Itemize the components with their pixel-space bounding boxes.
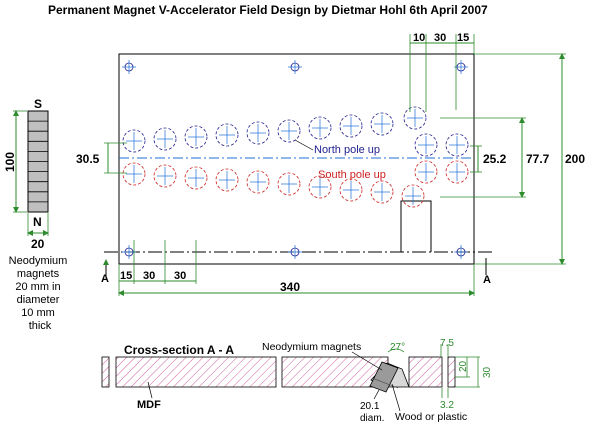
dim-30: 30 bbox=[482, 366, 493, 378]
mdf-main-left bbox=[115, 356, 277, 388]
caption-line: Neodymium bbox=[9, 255, 68, 267]
magnet-south-pole-up bbox=[122, 162, 146, 186]
screw-hole-icon bbox=[288, 60, 302, 74]
dim-top-10: 10 bbox=[413, 32, 425, 44]
mdf-left-stub bbox=[101, 356, 110, 388]
magnet-north-pole-up bbox=[246, 121, 270, 145]
dim-top-15: 15 bbox=[457, 32, 469, 44]
dim-340: 340 bbox=[280, 280, 300, 294]
plan-view: North pole up South pole up 10 30 15 200… bbox=[76, 32, 585, 296]
screw-hole-icon bbox=[288, 245, 302, 259]
magnet-south-pole-up bbox=[445, 160, 469, 184]
magnet-north-pole-up bbox=[308, 116, 332, 140]
magnet-north-pole-up bbox=[403, 106, 427, 130]
board-notch bbox=[400, 200, 432, 252]
magnet-stack-dividers bbox=[28, 120, 48, 203]
magnet-south-pole-up bbox=[246, 170, 270, 194]
caption-line: magnets bbox=[17, 268, 60, 280]
magnet-north-pole-up bbox=[414, 133, 438, 157]
dim-bottom-15: 15 bbox=[120, 270, 132, 282]
magnet-north-pole-up bbox=[153, 127, 177, 151]
mdf-right-block bbox=[408, 356, 443, 388]
label-neodymium-magnets: Neodymium magnets bbox=[262, 341, 361, 353]
magnet-array bbox=[122, 106, 469, 208]
pole-s-label: S bbox=[34, 97, 42, 111]
board-outline bbox=[118, 53, 475, 265]
dim-bottom-30b: 30 bbox=[174, 270, 186, 282]
magnet-south-pole-up bbox=[401, 184, 425, 208]
pole-n-label: N bbox=[33, 215, 42, 229]
dim-27-degrees: 27° bbox=[390, 342, 405, 353]
dim-25-2: 25.2 bbox=[483, 152, 507, 166]
magnet-north-pole-up bbox=[339, 114, 363, 138]
tilted-magnet bbox=[369, 361, 399, 393]
magnet-south-pole-up bbox=[215, 168, 239, 192]
mdf-right-stub bbox=[447, 356, 456, 388]
magnet-north-pole-up bbox=[184, 125, 208, 149]
magnet-north-pole-up bbox=[445, 133, 469, 157]
label-diam-unit: diam. bbox=[360, 413, 384, 424]
magnet-width-dim: 20 bbox=[31, 237, 45, 251]
dim-bottom-30a: 30 bbox=[143, 270, 155, 282]
dim-20: 20 bbox=[458, 360, 469, 372]
label-wood-plastic: Wood or plastic bbox=[395, 411, 467, 423]
south-pole-label: South pole up bbox=[318, 169, 386, 181]
magnet-north-pole-up bbox=[370, 112, 394, 136]
dim-200: 200 bbox=[565, 152, 585, 166]
magnet-caption: Neodymium magnets 20 mm in diameter 10 m… bbox=[9, 255, 68, 332]
caption-line: thick bbox=[29, 320, 52, 332]
north-pole-label: North pole up bbox=[314, 144, 380, 156]
cross-section-title: Cross-section A - A bbox=[124, 343, 234, 357]
magnet-south-pole-up bbox=[370, 180, 394, 204]
magnet-north-pole-up bbox=[122, 129, 146, 153]
caption-line: 20 mm in bbox=[15, 281, 60, 293]
screw-hole-icon bbox=[122, 60, 136, 74]
section-marker-left: A bbox=[101, 273, 109, 285]
magnet-south-pole-up bbox=[277, 172, 301, 196]
page-title: Permanent Magnet V-Accelerator Field Des… bbox=[48, 3, 488, 17]
label-diam-value: 20.1 bbox=[360, 401, 380, 412]
dim-3-2: 3.2 bbox=[440, 400, 454, 411]
mounting-holes bbox=[122, 60, 468, 259]
magnet-south-pole-up bbox=[339, 178, 363, 202]
dim-top-30: 30 bbox=[434, 32, 446, 44]
dim-77-7: 77.7 bbox=[526, 152, 550, 166]
dim-30-5: 30.5 bbox=[76, 152, 100, 166]
magnet-south-pole-up bbox=[184, 166, 208, 190]
magnet-north-pole-up bbox=[215, 123, 239, 147]
magnet-stack: S N 100 20 Neodymium magnets 20 mm in di… bbox=[3, 97, 67, 332]
magnet-south-pole-up bbox=[414, 160, 438, 184]
screw-hole-icon bbox=[454, 245, 468, 259]
magnet-length-dim: 100 bbox=[3, 152, 17, 172]
section-marker-right: A bbox=[483, 274, 491, 286]
caption-line: 10 mm bbox=[21, 307, 55, 319]
magnet-south-pole-up bbox=[153, 164, 177, 188]
cross-section: Cross-section A - A Neodymium magnets MD… bbox=[101, 338, 493, 424]
caption-line: diameter bbox=[17, 294, 60, 306]
magnet-north-pole-up bbox=[277, 119, 301, 143]
magnet-south-pole-up bbox=[308, 175, 332, 199]
dim-7-5: 7.5 bbox=[440, 338, 454, 349]
label-mdf: MDF bbox=[137, 399, 161, 411]
